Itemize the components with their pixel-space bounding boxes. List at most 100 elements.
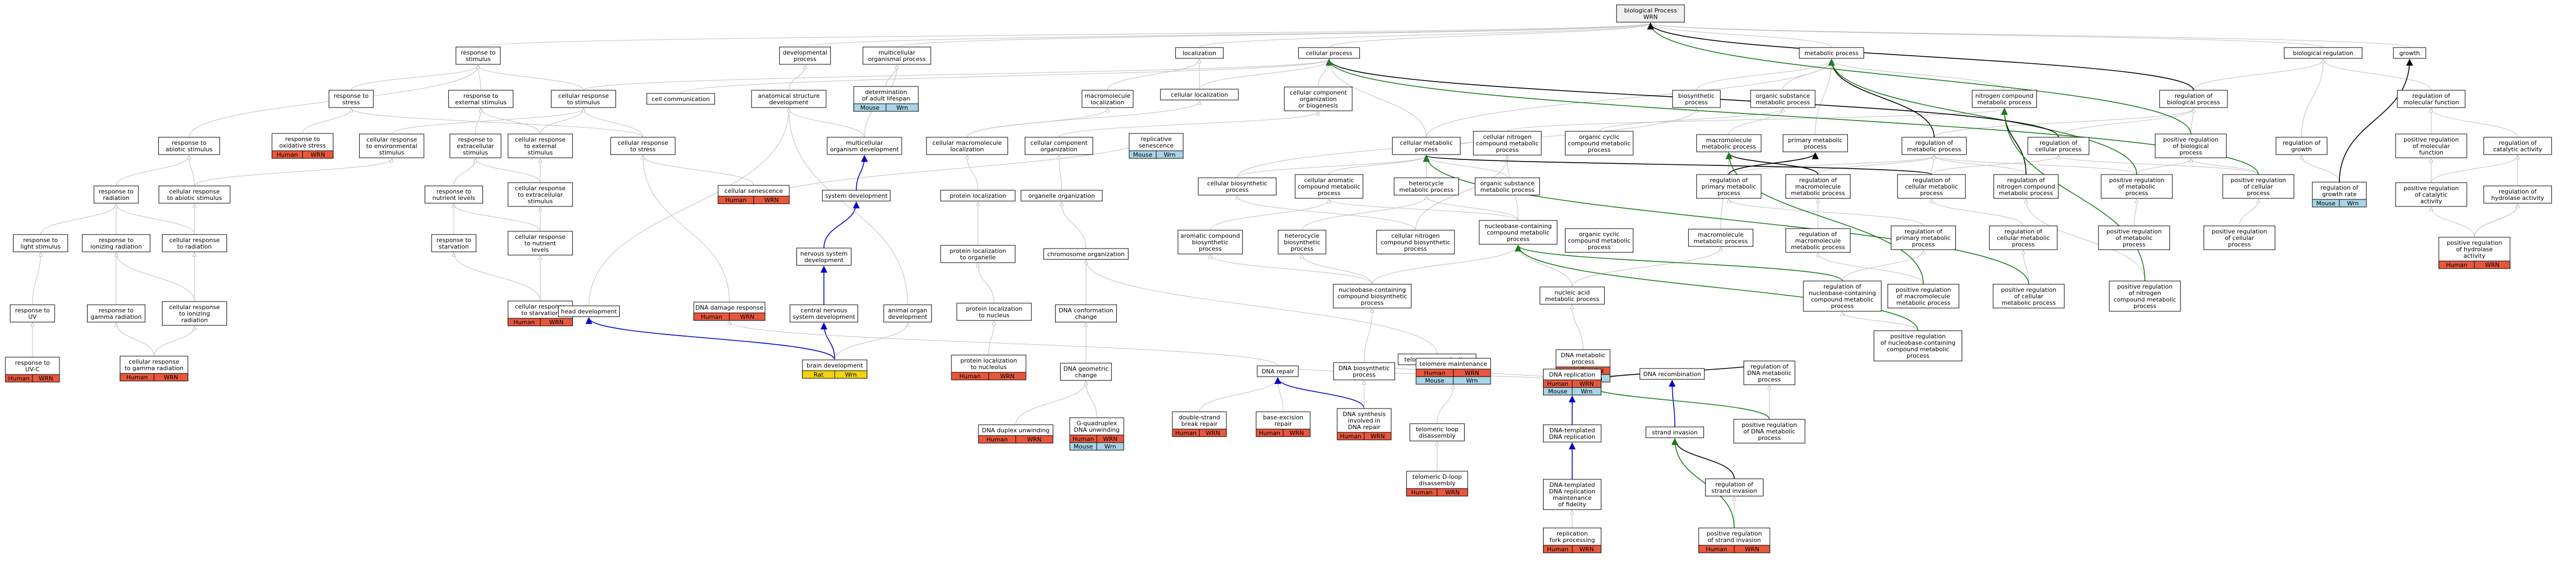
go-term-org-org[interactable]: organelle organization (1021, 190, 1103, 202)
go-term-head-dev[interactable]: head development (558, 305, 620, 317)
go-term-chrom-org[interactable]: chromosome organization (1043, 248, 1129, 260)
go-term-localization[interactable]: localization (1175, 47, 1224, 59)
go-term-prot-loc[interactable]: protein localization (940, 190, 1016, 202)
go-term-growth[interactable]: growth (2393, 47, 2426, 59)
go-term-strand-inv[interactable]: strand invasion (1646, 426, 1704, 438)
go-term-bio-reg[interactable]: biological regulation (2284, 47, 2363, 59)
go-term-cell-proc[interactable]: cellular process (1298, 47, 1360, 59)
go-term-cell-loc[interactable]: cellular localization (1160, 89, 1239, 101)
go-term-dna-recomb[interactable]: DNA recombination (1639, 368, 1705, 380)
go-term-metab-proc[interactable]: metabolic process (1799, 47, 1864, 59)
go-term-reg-nucl[interactable]: regulation ofnucleobase-containingcompou… (1803, 280, 1882, 312)
